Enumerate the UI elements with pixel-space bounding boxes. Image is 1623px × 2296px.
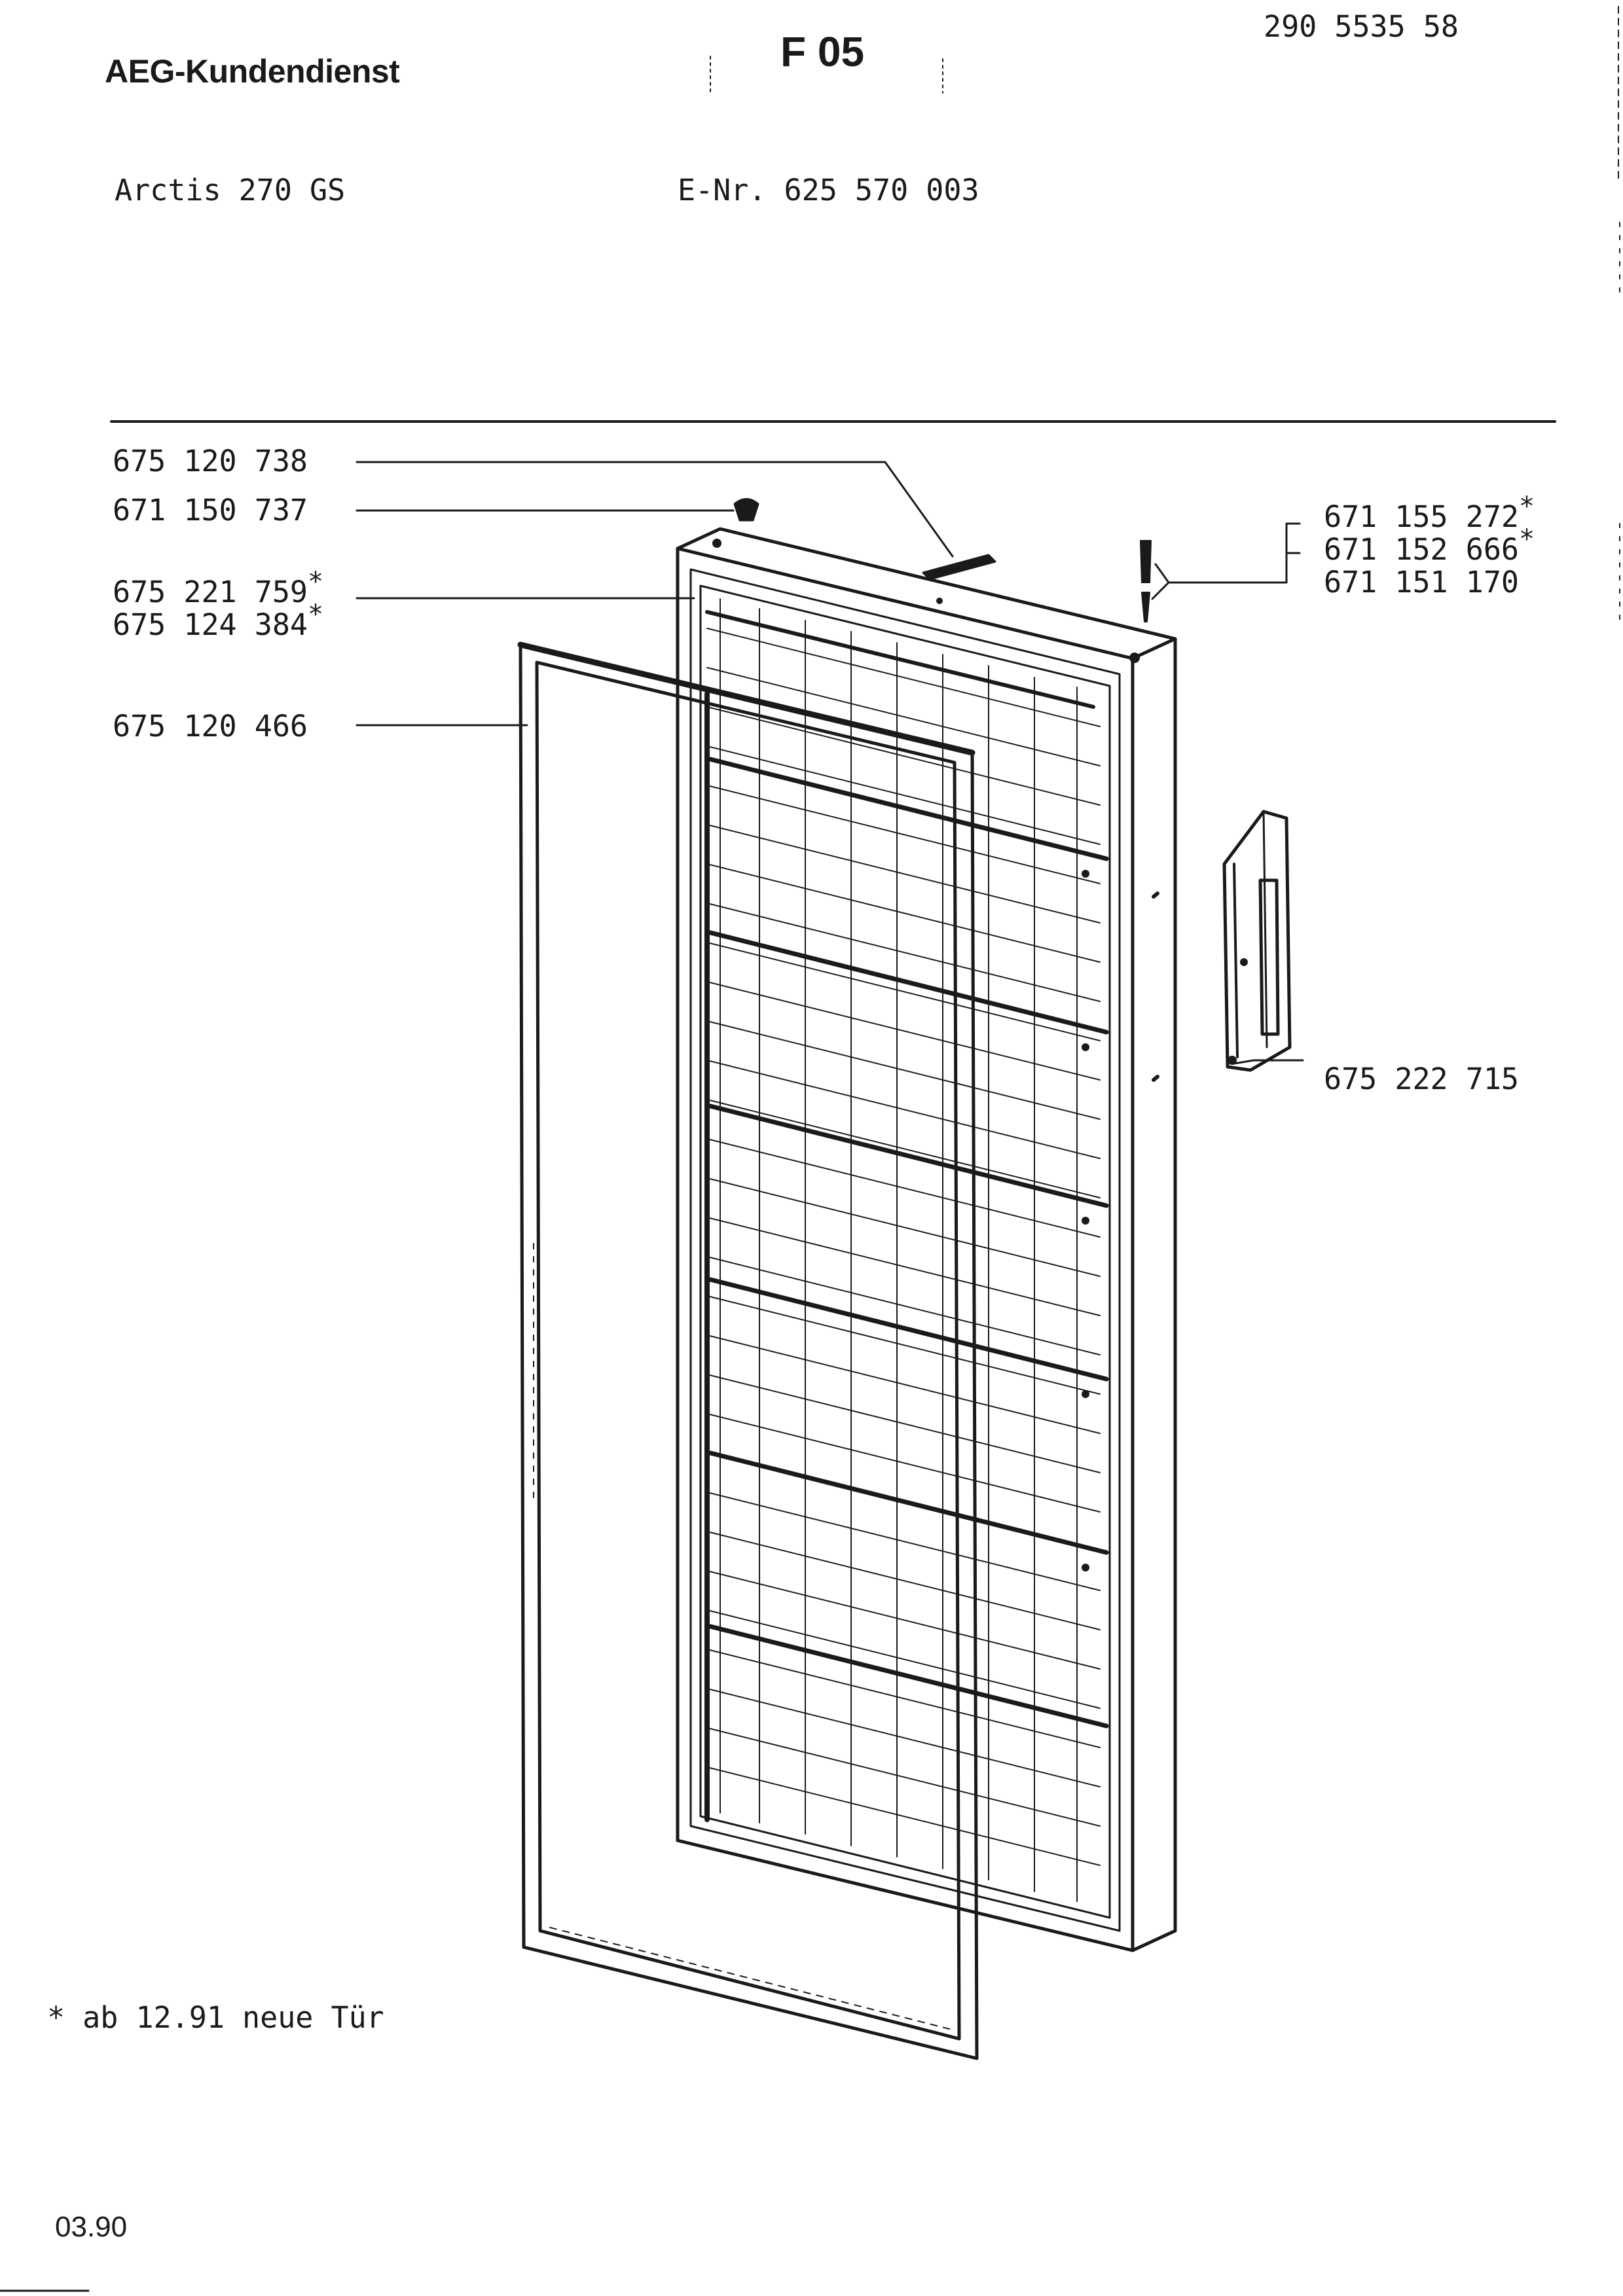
leader-675-222-715 — [1233, 1059, 1304, 1065]
new-door-marker: * — [308, 600, 324, 630]
document-number: 290 5535 58 — [1264, 9, 1459, 44]
leader-675-120-738 — [356, 461, 954, 558]
part-label-675-222-715: 675 222 715 — [1324, 1062, 1520, 1096]
part-label-675-124-384: 675 124 384* — [113, 600, 324, 642]
part-label-675-120-466: 675 120 466 — [113, 709, 308, 744]
new-door-marker: * — [1519, 492, 1535, 522]
date-code: 03.90 — [55, 2211, 128, 2243]
part-label-671-150-737: 671 150 737 — [113, 493, 308, 528]
e-number: E-Nr. 625 570 003 — [678, 173, 979, 207]
new-door-marker: * — [1519, 524, 1535, 554]
sheet-code: F 05 — [780, 28, 865, 75]
part-label-671-152-666: 671 152 666* — [1324, 524, 1535, 567]
door-handle — [1222, 810, 1292, 1072]
model-name: Arctis 270 GS — [115, 173, 346, 207]
leader-hinge-fork — [1151, 563, 1170, 600]
footnote: * ab 12.91 neue Tür — [47, 2000, 384, 2035]
new-door-marker: * — [308, 567, 324, 597]
part-label-675-120-738: 675 120 738 — [113, 444, 308, 478]
part-label-675-221-759: 675 221 759* — [113, 567, 324, 609]
hinge-pins — [1140, 540, 1152, 622]
brand-title: AEG-Kundendienst — [105, 53, 400, 90]
inner-liner-grid — [704, 598, 1109, 1902]
part-label-671-155-272: 671 155 272* — [1324, 492, 1535, 534]
door-panel — [676, 527, 1177, 1952]
leader-lines — [356, 461, 1304, 1065]
part-label-671-151-170: 671 151 170 — [1324, 565, 1520, 600]
door-gasket — [517, 641, 979, 2060]
plug-cap — [733, 498, 759, 522]
